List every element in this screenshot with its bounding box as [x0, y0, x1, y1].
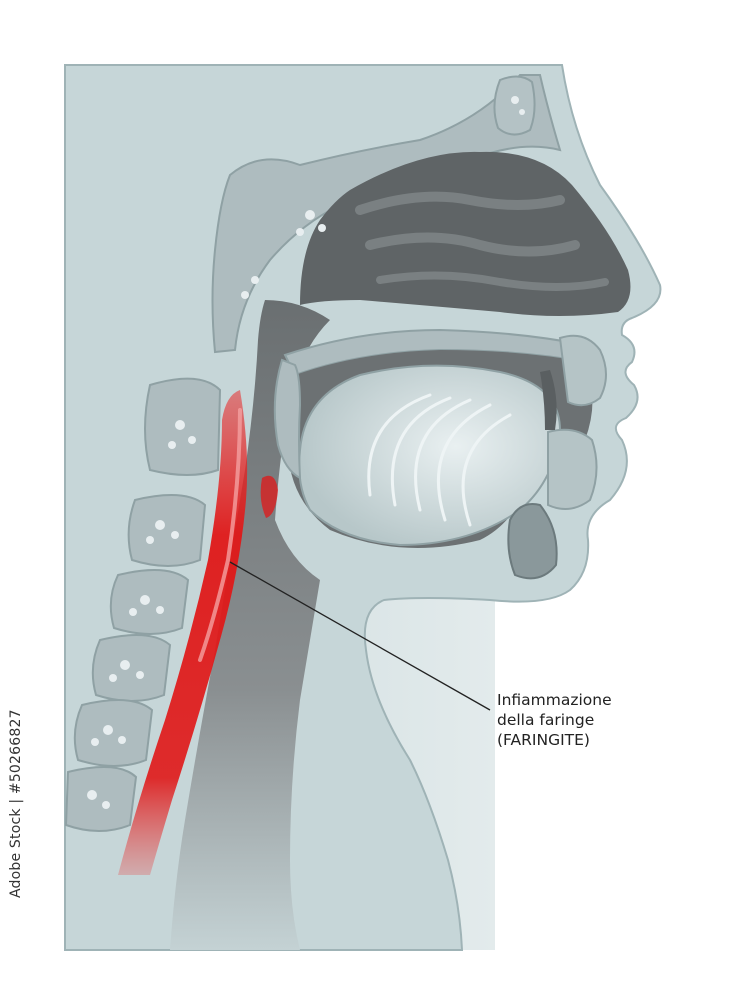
inflamed-soft-palate [260, 475, 278, 518]
inflamed-pharynx [118, 390, 248, 875]
stock-id-label: Adobe Stock | #50266827 [8, 709, 24, 898]
lower-lip [547, 428, 598, 510]
soft-palate [273, 358, 302, 480]
vertebra-4 [91, 634, 172, 702]
cervical-spine [64, 377, 222, 832]
callout-line-2: della faringe [497, 711, 595, 729]
vertebra-pores [87, 96, 525, 809]
callout-leader-line [229, 561, 491, 711]
callout-line-3: (FARINGITE) [497, 731, 590, 749]
nasal-bone [493, 75, 536, 136]
nasal-turbinate-2 [365, 232, 580, 257]
incisor-tooth [540, 370, 557, 430]
mandible-bone [507, 503, 558, 580]
vertebra-5 [73, 699, 154, 767]
upper-lip [558, 334, 607, 407]
inflamed-pharynx-highlight [198, 408, 242, 662]
tongue-muscle-lines [367, 393, 512, 527]
nasal-turbinate-3 [376, 271, 609, 291]
callout-line-1: Infiammazione [497, 691, 612, 709]
vertebra-2 [127, 494, 207, 567]
pharynx-cavity [170, 300, 330, 950]
vertebra-6 [64, 766, 138, 832]
nasal-turbinate-1 [355, 191, 565, 215]
inflammation-callout: Infiammazione della faringe (FARINGITE) [497, 690, 612, 750]
nasal-cavity [300, 151, 631, 316]
